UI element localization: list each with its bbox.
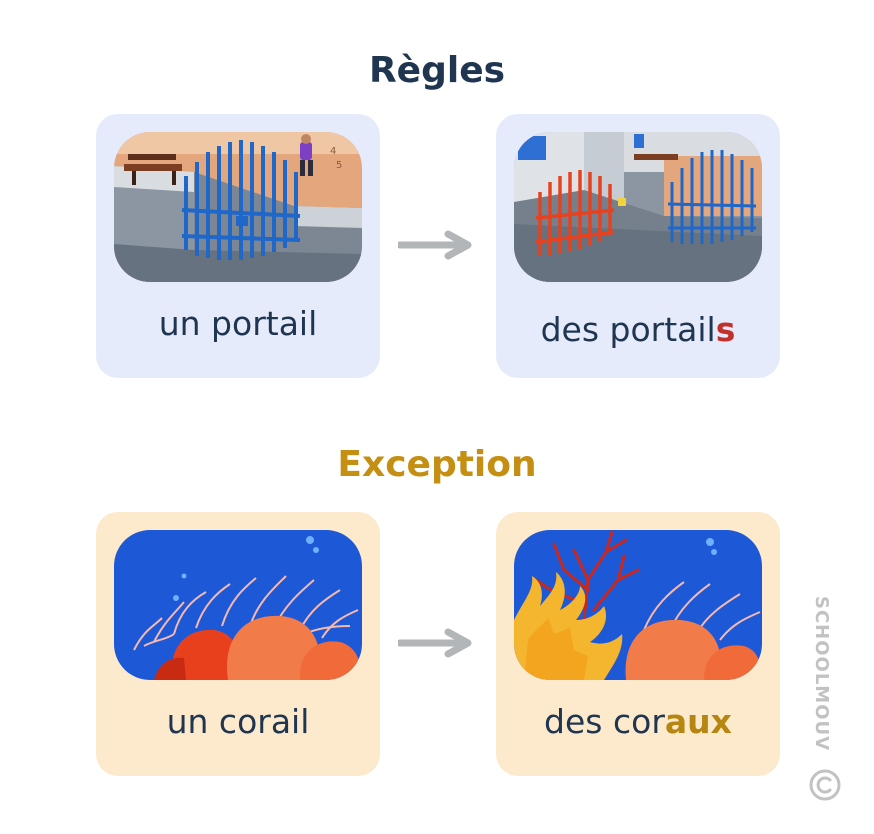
card-plural-portails: des portails (496, 114, 780, 378)
card-plural-coraux: des coraux (496, 512, 780, 776)
rules-heading: Règles (368, 50, 506, 91)
caption-plural: des coraux (496, 702, 780, 741)
arrow-right-icon (398, 628, 472, 658)
card-singular-portail: 4 5 un portail (96, 114, 380, 378)
plural-stem: des portail (540, 310, 716, 349)
plural-stem: des cor (544, 702, 665, 741)
gates-illustration (514, 132, 762, 282)
svg-text:4: 4 (330, 146, 336, 157)
image-single-gate: 4 5 (114, 132, 362, 282)
plural-ending-aux: aux (664, 702, 732, 741)
exception-heading: Exception (337, 444, 537, 485)
image-single-coral (114, 530, 362, 680)
image-two-gates (514, 132, 762, 282)
caption-singular: un portail (158, 304, 318, 343)
watermark-text: SCHOOLMOUV (811, 596, 832, 752)
image-corals (514, 530, 762, 680)
coral-illustration (114, 530, 362, 680)
caption-singular: un corail (166, 702, 310, 741)
corals-illustration (514, 530, 762, 680)
svg-text:5: 5 (336, 160, 342, 171)
gate-illustration: 4 5 (114, 132, 362, 282)
caption-plural: des portails (496, 310, 780, 349)
copyright-icon (809, 769, 841, 801)
plural-ending-s: s (715, 310, 736, 349)
card-singular-corail: un corail (96, 512, 380, 776)
arrow-right-icon (398, 230, 472, 260)
